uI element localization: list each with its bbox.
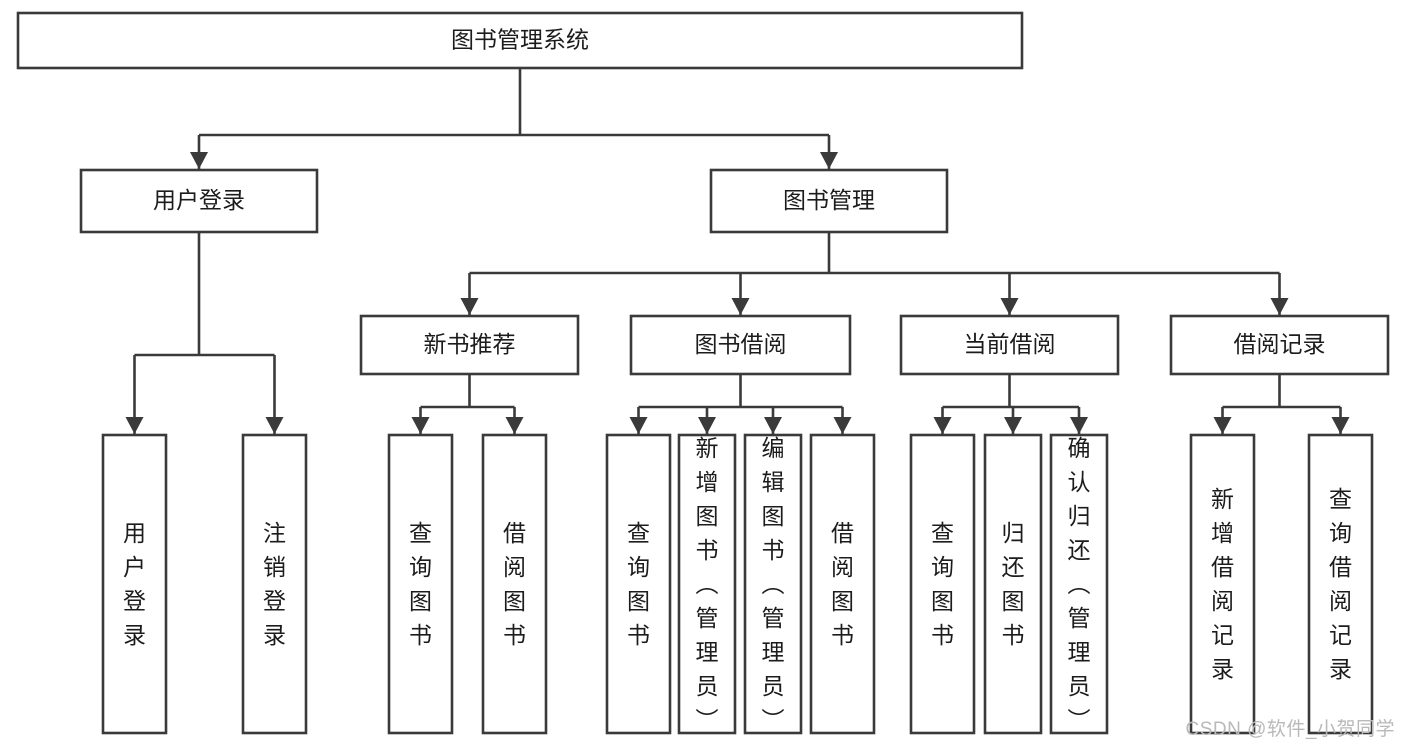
- leaf-add-borrow-record[interactable]: 新增借阅记录: [1189, 433, 1256, 735]
- leaf-query-book-nb-box[interactable]: [387, 433, 454, 735]
- node-new-book-recommend-box[interactable]: [359, 314, 580, 376]
- node-book-management[interactable]: 图书管理: [709, 168, 949, 234]
- node-layer: 图书管理系统用户登录图书管理新书推荐图书借阅当前借阅借阅记录用户登录注销登录查询…: [16, 11, 1390, 735]
- node-new-book-recommend-label: 新书推荐: [424, 331, 516, 357]
- leaf-borrow-book-bb-label: 借阅图书: [831, 520, 854, 648]
- leaf-query-borrow-record[interactable]: 查询借阅记录: [1307, 433, 1374, 735]
- node-book-management-label: 图书管理: [783, 187, 875, 213]
- leaf-borrow-book-bb-box[interactable]: [809, 433, 876, 735]
- edge-borrow-records-arrow-1: [1331, 417, 1350, 434]
- edge-book-borrow-arrow-0: [629, 417, 648, 434]
- node-new-book-recommend[interactable]: 新书推荐: [359, 314, 580, 376]
- node-current-borrow-label: 当前借阅: [964, 331, 1056, 357]
- leaf-edit-book-admin[interactable]: 编辑图书︵管理员︶: [743, 433, 803, 735]
- leaf-add-borrow-record-label: 新增借阅记录: [1211, 486, 1234, 682]
- leaf-logout-label: 注销登录: [263, 520, 286, 648]
- edge-book-borrow-arrow-2: [764, 417, 782, 434]
- leaf-confirm-return-admin-box[interactable]: [1049, 433, 1109, 735]
- connector-layer: [125, 68, 1350, 434]
- edge-book-borrow-arrow-1: [698, 417, 716, 434]
- leaf-return-book-box[interactable]: [983, 433, 1043, 735]
- node-user-login-box[interactable]: [79, 168, 319, 234]
- node-root-box[interactable]: [16, 11, 1024, 70]
- leaf-query-borrow-record-box[interactable]: [1307, 433, 1374, 735]
- leaf-add-book-admin-label: 新增图书︵管理员︶: [696, 435, 719, 733]
- edge-new-book-arrow-1: [505, 417, 524, 434]
- leaf-logout-box[interactable]: [241, 433, 308, 735]
- leaf-logout[interactable]: 注销登录: [241, 433, 308, 735]
- edge-new-book-arrow-0: [411, 417, 430, 434]
- leaf-query-book-bb[interactable]: 查询图书: [605, 433, 672, 735]
- leaf-return-book[interactable]: 归还图书: [983, 433, 1043, 735]
- leaf-add-book-admin[interactable]: 新增图书︵管理员︶: [677, 433, 737, 735]
- leaf-query-book-cb-label: 查询图书: [931, 520, 954, 648]
- leaf-borrow-book-bb[interactable]: 借阅图书: [809, 433, 876, 735]
- leaf-add-book-admin-box[interactable]: [677, 433, 737, 735]
- leaf-query-book-bb-box[interactable]: [605, 433, 672, 735]
- leaf-edit-book-admin-box[interactable]: [743, 433, 803, 735]
- node-root-label: 图书管理系统: [451, 27, 589, 53]
- leaf-user-login-label: 用户登录: [123, 520, 146, 648]
- leaf-query-book-cb[interactable]: 查询图书: [909, 433, 976, 735]
- node-root[interactable]: 图书管理系统: [16, 11, 1024, 70]
- edge-book-management-arrow-2: [1000, 298, 1019, 315]
- edge-borrow-records-arrow-0: [1213, 417, 1232, 434]
- node-book-borrow-box[interactable]: [629, 314, 852, 376]
- leaf-edit-book-admin-label: 编辑图书︵管理员︶: [762, 435, 785, 733]
- edge-root-arrow-1: [820, 152, 838, 169]
- node-borrow-records-box[interactable]: [1169, 314, 1390, 376]
- edge-book-management-arrow-0: [460, 298, 479, 315]
- leaf-query-book-cb-box[interactable]: [909, 433, 976, 735]
- node-book-borrow-label: 图书借阅: [695, 331, 787, 357]
- leaf-borrow-book-nb[interactable]: 借阅图书: [481, 433, 548, 735]
- leaf-query-borrow-record-label: 查询借阅记录: [1329, 486, 1352, 682]
- leaf-add-borrow-record-box[interactable]: [1189, 433, 1256, 735]
- edge-user-login-arrow-1: [265, 417, 284, 434]
- node-book-borrow[interactable]: 图书借阅: [629, 314, 852, 376]
- leaf-query-book-bb-label: 查询图书: [627, 520, 650, 648]
- node-current-borrow-box[interactable]: [899, 314, 1120, 376]
- node-borrow-records-label: 借阅记录: [1234, 331, 1326, 357]
- leaf-user-login-box[interactable]: [101, 433, 168, 735]
- leaf-confirm-return-admin-label: 确认归还︵管理员︶: [1068, 435, 1091, 733]
- edge-root-arrow-0: [190, 152, 208, 169]
- edge-current-borrow-arrow-2: [1070, 417, 1088, 434]
- leaf-confirm-return-admin[interactable]: 确认归还︵管理员︶: [1049, 433, 1109, 735]
- leaf-borrow-book-nb-box[interactable]: [481, 433, 548, 735]
- leaf-query-book-nb-label: 查询图书: [409, 520, 432, 648]
- node-book-management-box[interactable]: [709, 168, 949, 234]
- node-user-login-label: 用户登录: [153, 187, 245, 213]
- edge-current-borrow-arrow-0: [933, 417, 952, 434]
- leaf-user-login[interactable]: 用户登录: [101, 433, 168, 735]
- node-user-login[interactable]: 用户登录: [79, 168, 319, 234]
- leaf-borrow-book-nb-label: 借阅图书: [503, 520, 526, 648]
- edge-book-borrow-arrow-3: [833, 417, 852, 434]
- edge-user-login-arrow-0: [125, 417, 144, 434]
- leaf-return-book-label: 归还图书: [1002, 520, 1025, 648]
- edge-current-borrow-arrow-1: [1004, 417, 1022, 434]
- node-current-borrow[interactable]: 当前借阅: [899, 314, 1120, 376]
- node-borrow-records[interactable]: 借阅记录: [1169, 314, 1390, 376]
- edge-book-management-arrow-1: [731, 298, 750, 315]
- edge-book-management-arrow-3: [1270, 298, 1289, 315]
- leaf-query-book-nb[interactable]: 查询图书: [387, 433, 454, 735]
